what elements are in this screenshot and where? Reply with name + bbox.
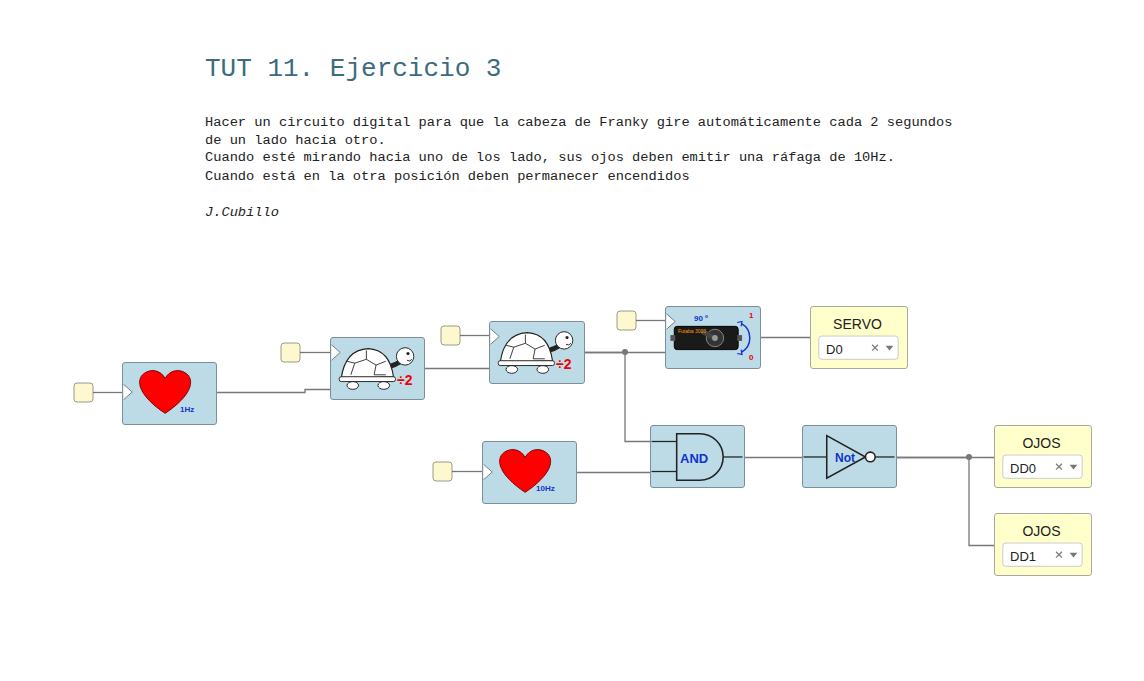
block-text: OJOS [995,436,1088,450]
block-icon [331,338,424,399]
output-block: OJOS DD0 [994,425,1092,488]
block-text: 90 º [694,315,708,323]
description-text: de un lado hacia otro. [205,134,386,148]
block-icon [123,363,216,424]
signal-wire [577,472,650,473]
clock-block: 1Hz [122,362,217,425]
and-gate: AND [650,425,745,488]
block-text: SERVO [811,317,904,331]
block-icon [666,307,760,368]
description-text: Cuando está en la otra posición deben pe… [205,170,690,184]
description-text: Cuando esté mirando hacia uno de los lad… [205,151,895,165]
block-text: DD1 [1010,550,1036,563]
input-wires [93,321,665,472]
block-text: ÷2 [556,357,571,371]
divider-block: ÷2 [330,337,425,400]
output-block: SERVO D0 [810,306,908,369]
signal-wire [217,390,330,393]
block-text: AND [680,452,708,465]
block-text: D0 [826,343,843,356]
block-text: 1Hz [180,406,194,414]
block-text: 1 [749,312,753,320]
title: TUT 11. Ejercicio 3 [205,56,501,82]
servo-block: 90 º 1 0 Futaba 3003 [665,306,761,369]
block-text: DD0 [1010,462,1036,475]
divider-block: ÷2 [489,321,585,384]
not-gate: Not [802,425,897,488]
signal-wire [745,457,802,458]
block-text: Futaba 3003 [678,329,706,334]
block-icon [483,442,576,503]
signal-wire [425,368,489,369]
signal-wire [897,458,994,546]
block-text: ÷2 [397,373,412,387]
block-text: OJOS [995,524,1088,538]
block-text: 10Hz [536,485,555,493]
clock-block: 10Hz [482,441,577,504]
description-text: Hacer un circuito digital para que la ca… [205,116,952,130]
signal-wire [585,353,650,442]
block-text: 0 [749,354,753,362]
block-icon [490,322,584,383]
block-text: Not [835,452,855,464]
description-text: J.Cubillo [205,206,279,220]
output-block: OJOS DD1 [994,513,1092,576]
signal-wire [761,337,810,338]
